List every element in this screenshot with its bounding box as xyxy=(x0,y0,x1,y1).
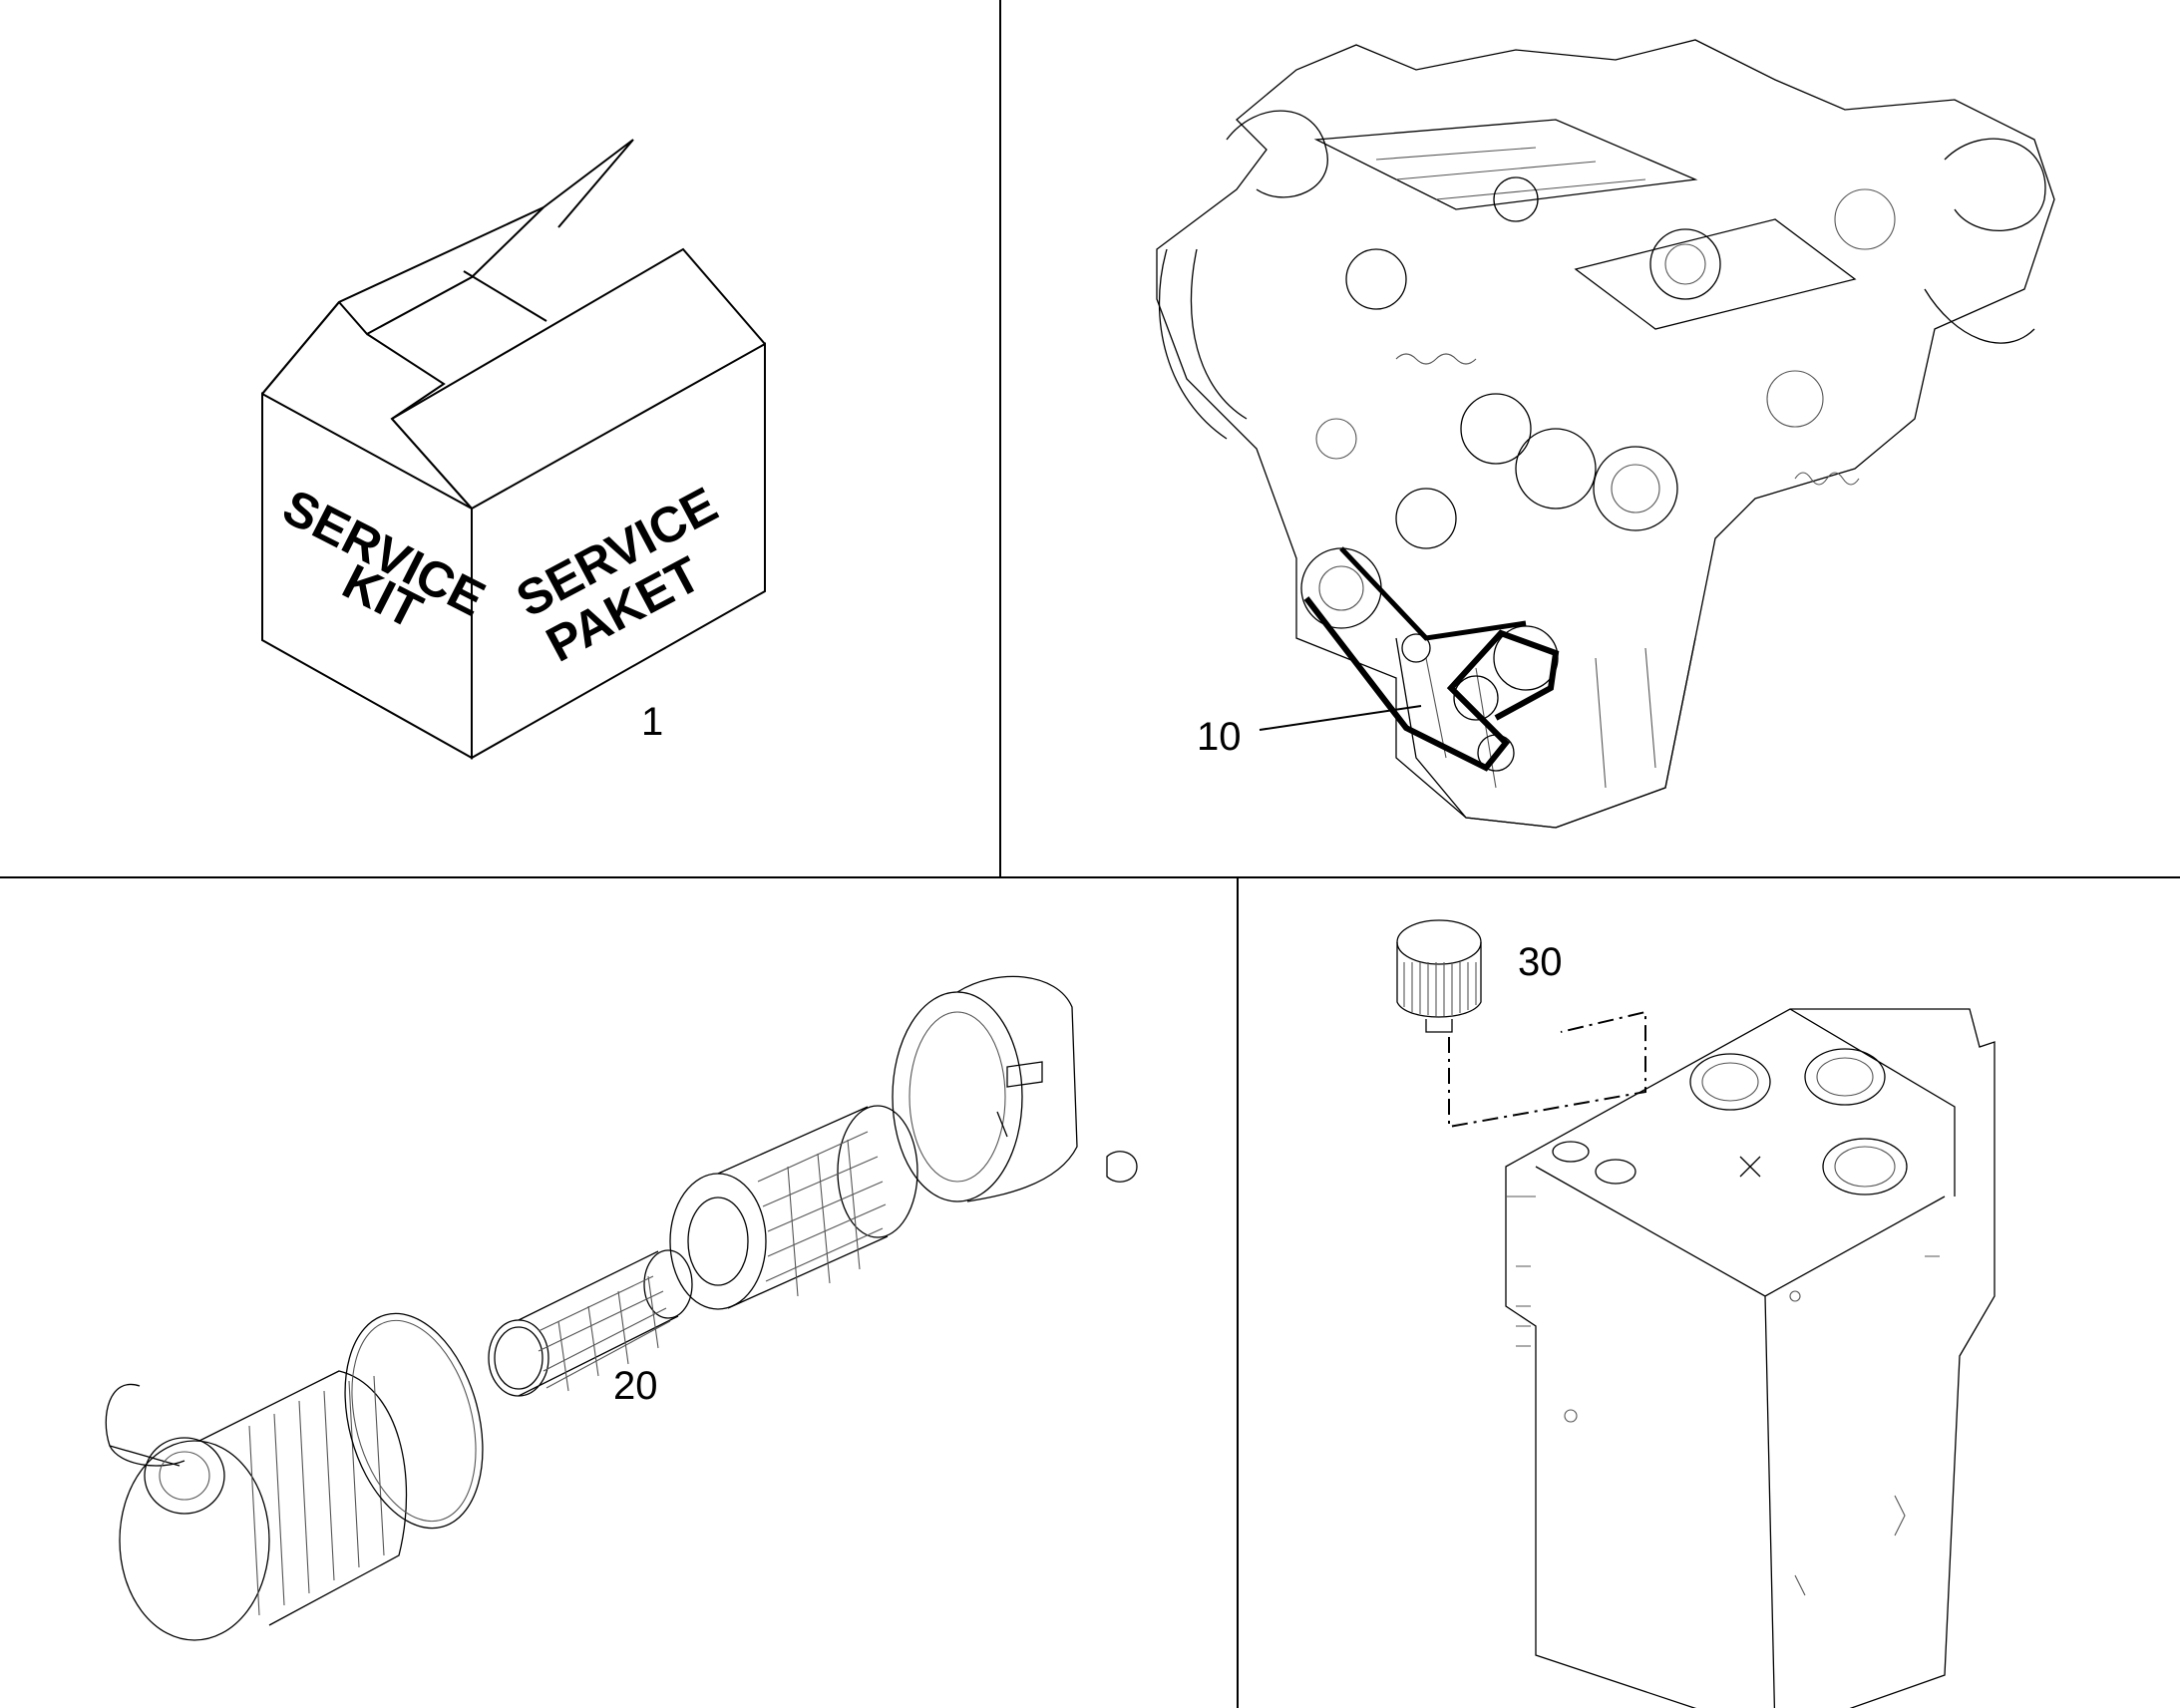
drive-belt xyxy=(1303,546,1560,772)
callout-1: 1 xyxy=(641,700,663,744)
callout-20: 20 xyxy=(613,1364,658,1408)
engine-drawing xyxy=(1156,39,2055,829)
callout-10: 10 xyxy=(1197,715,1242,759)
tank-cap-drawing xyxy=(1396,919,1996,1708)
safety-filter-element xyxy=(488,1249,693,1397)
callout-30: 30 xyxy=(1518,940,1563,984)
leader-10 xyxy=(1259,705,1422,731)
main-filter-element xyxy=(669,1105,918,1310)
housing-ribs xyxy=(248,1375,385,1616)
filter-cover xyxy=(892,975,1138,1202)
air-filter-assembly xyxy=(105,975,1138,1641)
service-kit-box: SERVICE KIT SERVICE PAKET xyxy=(261,139,766,760)
